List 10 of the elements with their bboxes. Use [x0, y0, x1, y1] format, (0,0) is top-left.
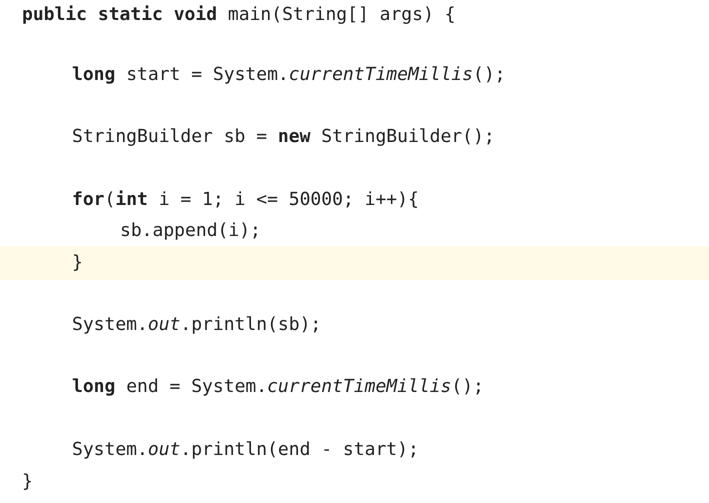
code-line: System.out.println(end - start); — [72, 438, 419, 462]
code-line: StringBuilder sb = new StringBuilder(); — [72, 125, 495, 149]
code-line: long start = System.currentTimeMillis(); — [72, 63, 506, 87]
code-line: System.out.println(sb); — [72, 313, 322, 337]
code-line: long end = System.currentTimeMillis(); — [72, 375, 484, 399]
code-line: } — [72, 251, 83, 275]
code-line: sb.append(i); — [120, 219, 261, 243]
code-line: } — [22, 470, 33, 494]
code-line: public static void main(String[] args) { — [22, 3, 456, 27]
code-line: for(int i = 1; i <= 50000; i++){ — [72, 188, 419, 212]
